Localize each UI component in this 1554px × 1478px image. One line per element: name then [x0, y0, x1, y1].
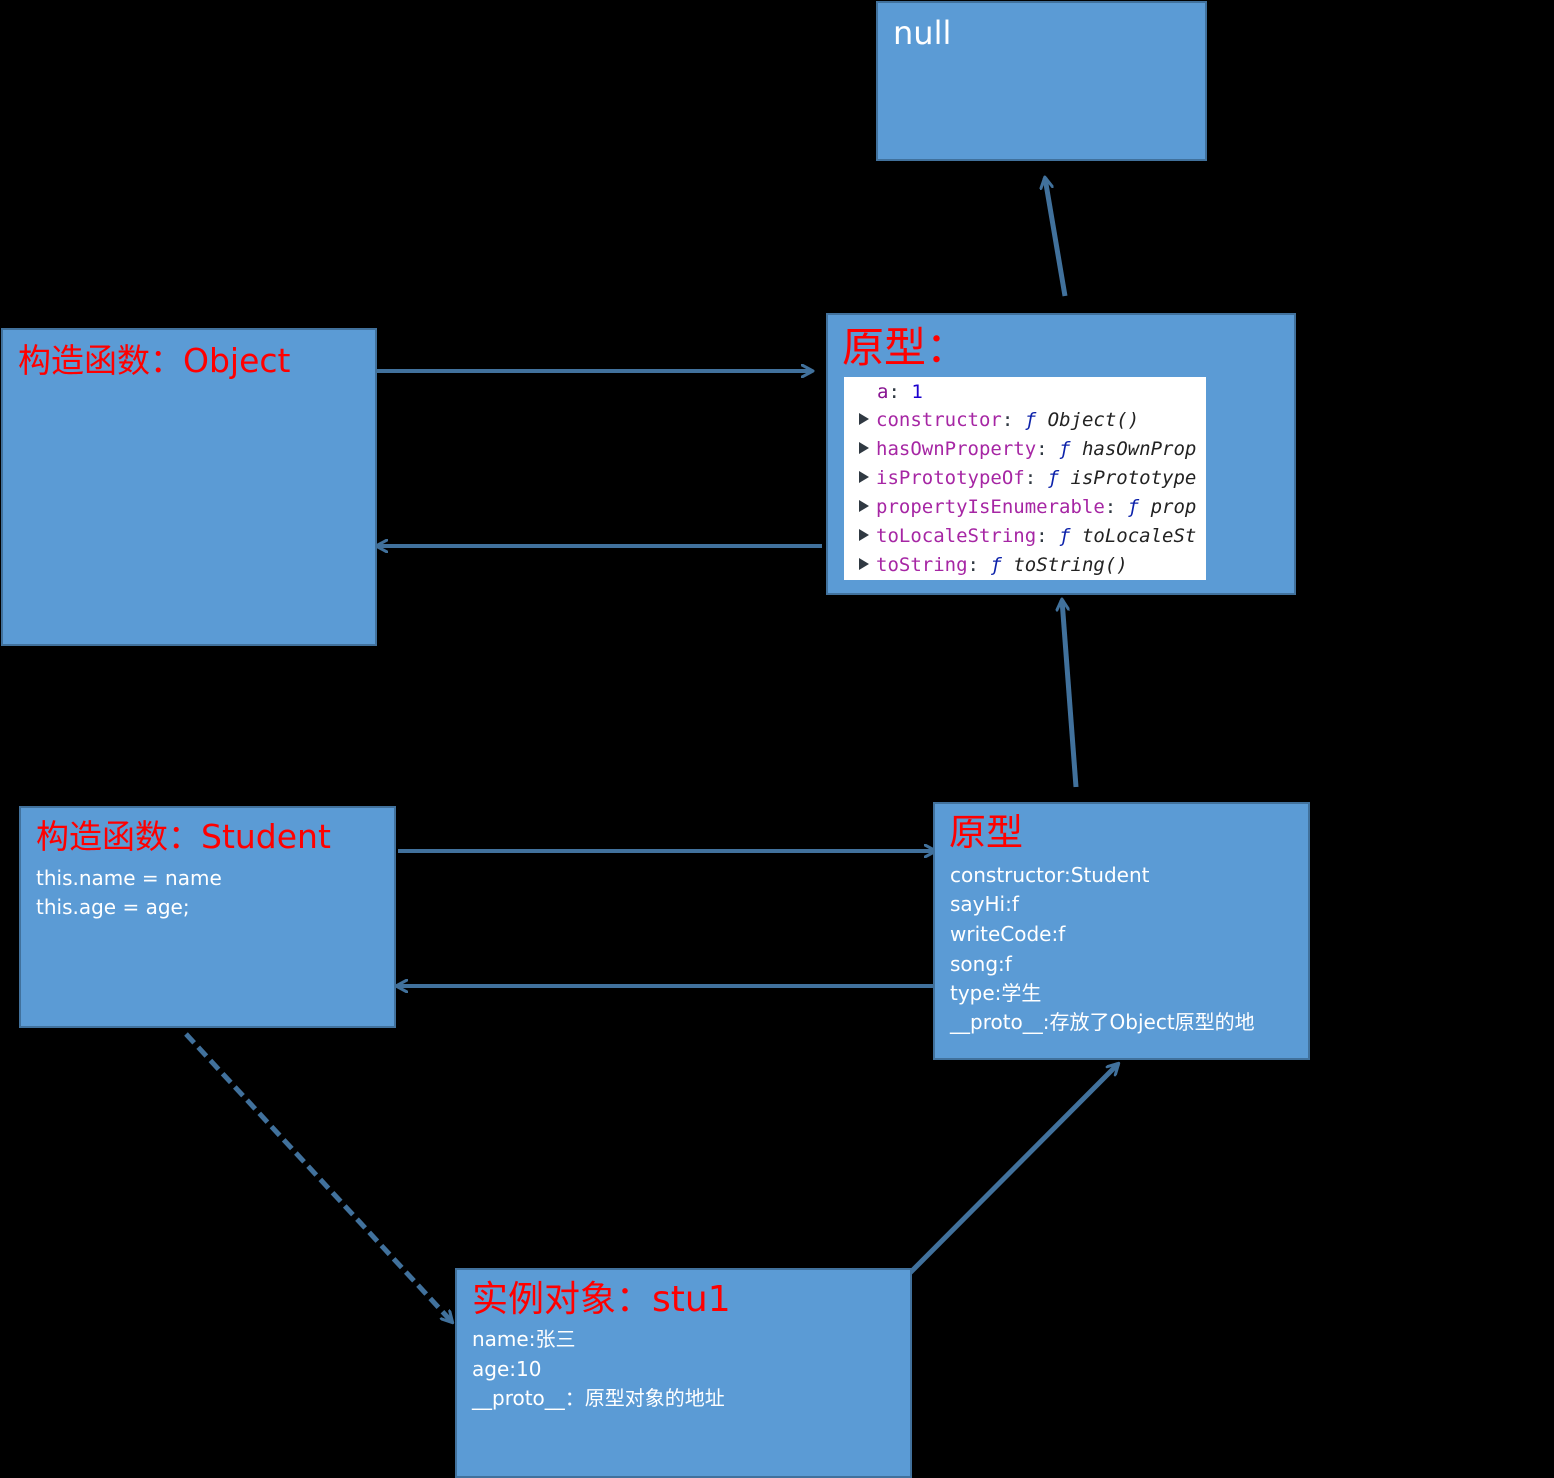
prop-row-tolocalestring[interactable]: toLocaleString: ƒ toLocaleSt [844, 527, 1196, 546]
student-constructor-title: 构造函数：Student [36, 817, 331, 856]
expand-triangle-icon[interactable] [859, 529, 869, 541]
null-box: null [876, 1, 1207, 161]
student-prototype-line: writeCode:f [950, 922, 1066, 946]
object-constructor-title: 构造函数：Object [18, 341, 291, 380]
student-prototype-title: 原型 [949, 811, 1023, 854]
arrow-proto-to-null [1045, 178, 1068, 297]
student-constructor-box: 构造函数：Student this.name = name this.age =… [19, 806, 396, 1028]
student-prototype-box: 原型 constructor:Student sayHi:f writeCode… [933, 802, 1310, 1060]
student-prototype-line: __proto__:存放了Object原型的地 [950, 1010, 1255, 1034]
devtools-property-panel: a: 1 constructor: ƒ Object() hasOwnPrope… [844, 377, 1206, 580]
instance-object-line: age:10 [472, 1357, 542, 1381]
student-prototype-line: song:f [950, 952, 1012, 976]
null-label: null [893, 14, 952, 52]
instance-object-line: name:张三 [472, 1327, 576, 1351]
expand-triangle-icon[interactable] [859, 442, 869, 454]
arrow-instance-to-student-proto [880, 1064, 1118, 1303]
prop-row-a: a: 1 [877, 381, 923, 403]
student-prototype-line: sayHi:f [950, 892, 1019, 916]
student-constructor-line: this.name = name [36, 866, 222, 890]
object-prototype-title: 原型： [842, 323, 969, 372]
expand-triangle-icon[interactable] [859, 558, 869, 570]
arrow-student-ctor-to-instance [184, 1032, 452, 1322]
prop-row-hasownproperty[interactable]: hasOwnProperty: ƒ hasOwnProp [844, 440, 1196, 459]
student-prototype-line: constructor:Student [950, 863, 1150, 887]
prop-row-tostring[interactable]: toString: ƒ toString() [844, 556, 1128, 575]
expand-triangle-icon[interactable] [859, 413, 869, 425]
instance-object-line: __proto__：原型对象的地址 [472, 1386, 725, 1410]
prop-row-propertyisenumerable[interactable]: propertyIsEnumerable: ƒ prop [844, 498, 1196, 517]
prop-row-isprototypeof[interactable]: isPrototypeOf: ƒ isPrototype [844, 469, 1196, 488]
expand-triangle-icon[interactable] [859, 500, 869, 512]
object-constructor-box: 构造函数：Object [1, 328, 377, 646]
prop-row-constructor[interactable]: constructor: ƒ Object() [844, 411, 1139, 430]
student-prototype-line: type:学生 [950, 981, 1042, 1005]
instance-object-title: 实例对象：stu1 [472, 1279, 731, 1320]
object-prototype-box: 原型： a: 1 constructor: ƒ Object() hasOwnP… [826, 313, 1296, 595]
student-constructor-line: this.age = age; [36, 895, 190, 919]
expand-triangle-icon[interactable] [859, 471, 869, 483]
instance-object-box: 实例对象：stu1 name:张三 age:10 __proto__：原型对象的… [455, 1268, 912, 1478]
arrow-student-proto-to-object-proto [1062, 600, 1079, 788]
